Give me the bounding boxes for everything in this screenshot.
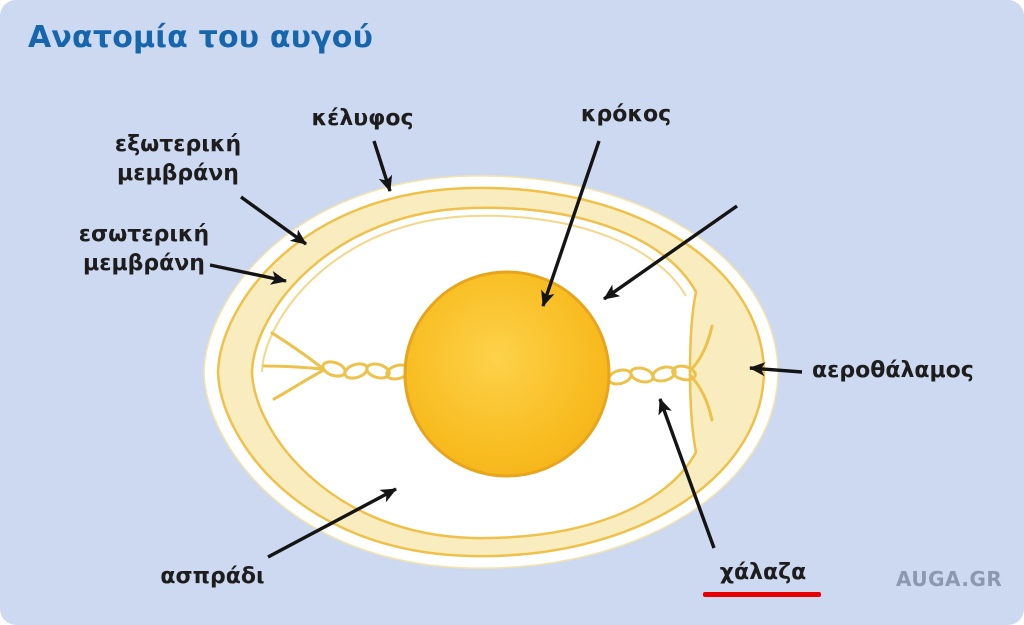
arrow-shell bbox=[372, 140, 393, 192]
arrow-air-cell bbox=[749, 362, 803, 377]
watermark: AUGA.GR bbox=[896, 567, 1003, 591]
arrow-yolk bbox=[541, 140, 601, 307]
label-shell: κέλυφος bbox=[311, 106, 414, 131]
label-outer-membrane: εξωτερική μεμβράνη bbox=[114, 132, 242, 187]
arrow-yolk-right bbox=[603, 204, 738, 301]
arrow-chalaza bbox=[658, 398, 716, 549]
arrow-egg-white bbox=[267, 487, 397, 559]
label-yolk: κρόκος bbox=[580, 102, 672, 127]
label-air-cell: αεροθάλαμος bbox=[812, 358, 974, 383]
chalaza-underline bbox=[703, 592, 821, 597]
label-chalaza: χάλαζα bbox=[719, 560, 807, 585]
inner-membrane-line bbox=[261, 214, 687, 373]
yolk bbox=[403, 270, 611, 478]
label-inner-membrane: εσωτερική μεμβράνη bbox=[78, 222, 210, 277]
label-egg-white: ασπράδι bbox=[160, 564, 265, 589]
arrow-outer-membrane bbox=[240, 195, 307, 246]
page-title: Ανατομία του αυγού bbox=[28, 20, 374, 55]
arrow-inner-membrane bbox=[209, 263, 287, 285]
